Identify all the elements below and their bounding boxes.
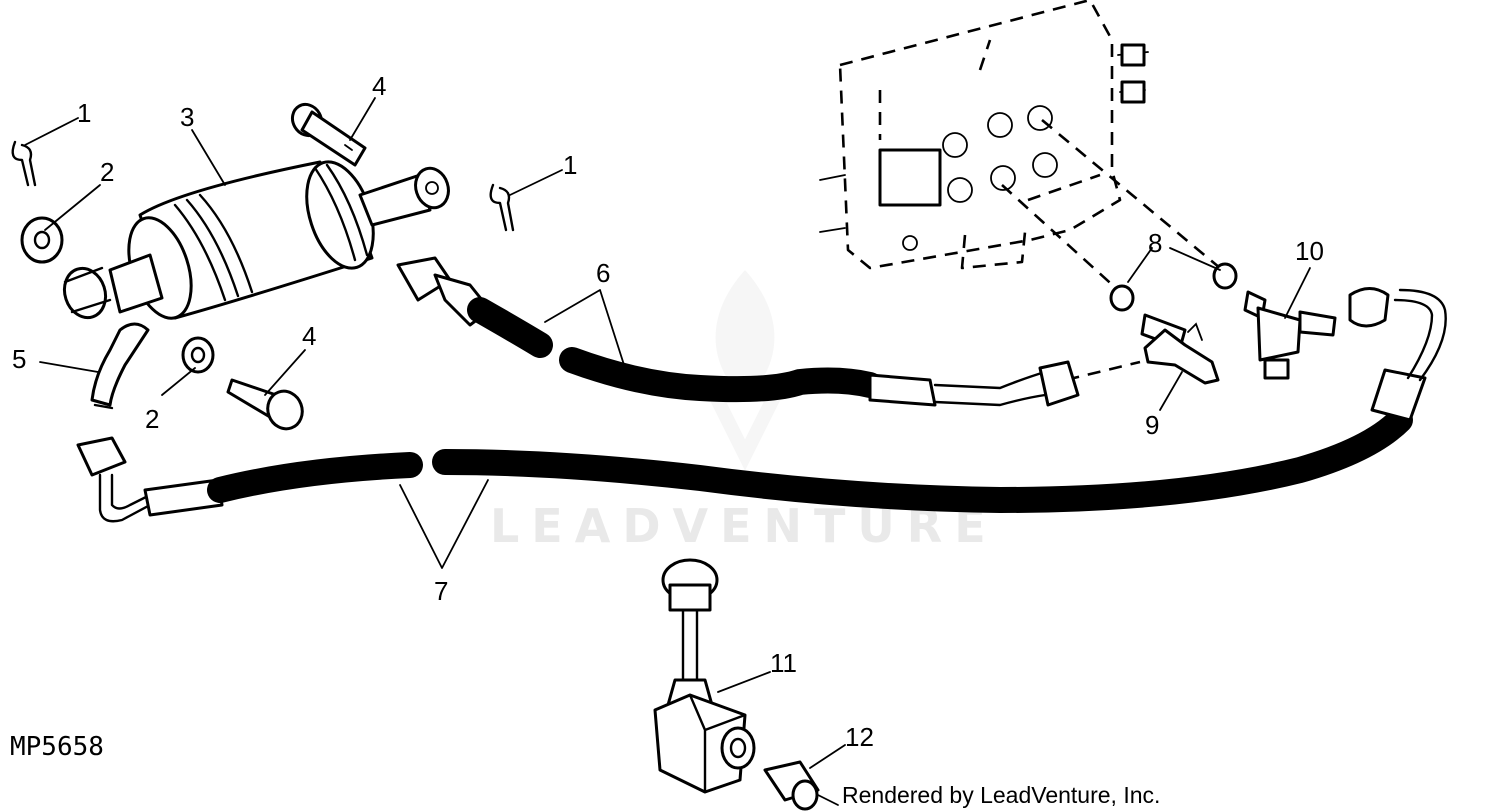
leadventure-logo-icon (708, 270, 782, 471)
cotter-pin (489, 183, 515, 232)
callout-4: 4 (302, 321, 316, 351)
figure-id: MP5658 (10, 732, 104, 762)
callout-9: 9 (1145, 410, 1159, 440)
hose-assembly-6 (396, 256, 1080, 407)
callout-6: 6 (596, 258, 610, 288)
o-ring (1109, 284, 1135, 312)
callout-7: 7 (434, 576, 448, 606)
valve-block (819, 0, 1221, 387)
callout-2: 2 (100, 157, 114, 187)
callout-5: 5 (12, 344, 26, 374)
callout-1: 1 (563, 150, 577, 180)
washer (20, 216, 64, 264)
callout-12: 12 (845, 722, 874, 752)
callout-10: 10 (1295, 236, 1324, 266)
cotter-pin (11, 140, 37, 187)
elbow-fitting-filter (90, 322, 150, 410)
washer (181, 336, 215, 374)
callout-8: 8 (1148, 228, 1162, 258)
shutoff-valve (653, 558, 756, 794)
callout-2: 2 (145, 404, 159, 434)
adapter-fitting (763, 760, 820, 811)
clevis-pin (290, 102, 367, 167)
o-ring (1212, 262, 1238, 290)
callout-3: 3 (180, 102, 194, 132)
tee-fitting (1140, 313, 1220, 385)
callout-4: 4 (372, 71, 386, 101)
hose-assembly-7 (76, 287, 1447, 523)
leader-lines (24, 97, 1311, 806)
render-credit: Rendered by LeadVenture, Inc. (842, 782, 1160, 808)
elbow-fitting (1243, 290, 1337, 380)
callout-1: 1 (77, 98, 91, 128)
callout-11: 11 (770, 648, 797, 678)
hydraulic-filter (62, 160, 450, 320)
clevis-pin (226, 378, 304, 431)
